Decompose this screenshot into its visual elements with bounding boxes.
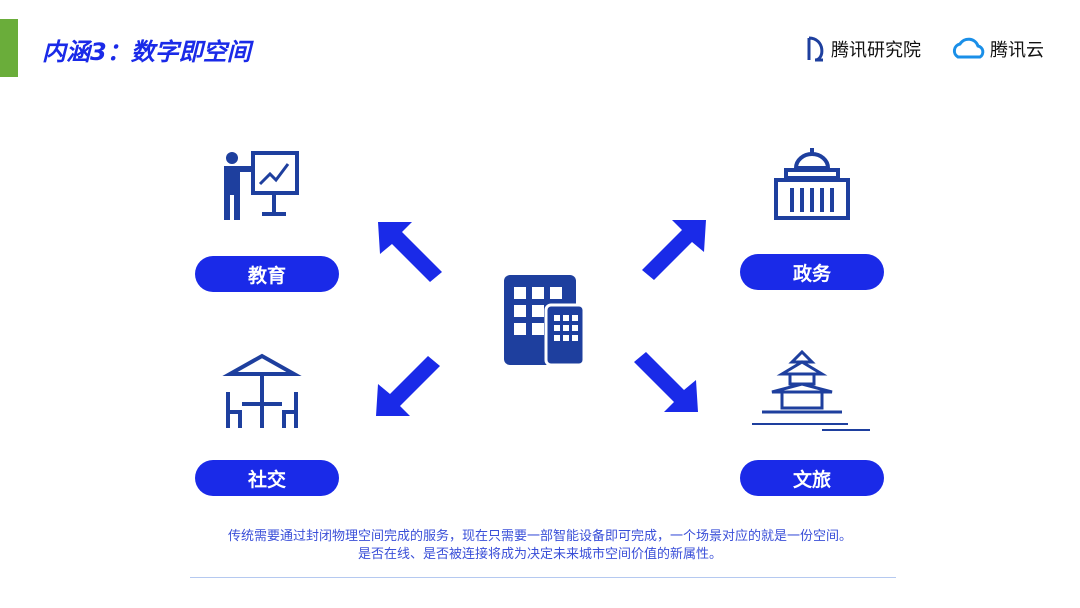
arrow-down-right-icon	[634, 352, 698, 412]
cafe-table-icon	[222, 353, 302, 428]
divider	[190, 577, 896, 578]
tablet-phone-icon	[504, 275, 586, 367]
caption-line-1: 传统需要通过封闭物理空间完成的服务，现在只需要一部智能设备即可完成，一个场景对应…	[227, 529, 852, 544]
category-social: 社交	[195, 460, 339, 496]
tencent-research-logo: 腾讯研究院	[805, 36, 921, 62]
tencent-cloud-logo: 腾讯云	[950, 36, 1044, 62]
accent-bar	[0, 19, 18, 77]
government-building-icon	[774, 148, 850, 220]
logo-text: 腾讯云	[990, 40, 1044, 61]
category-government: 政务	[740, 254, 884, 290]
research-logo-icon	[807, 36, 824, 62]
category-tourism: 文旅	[740, 460, 884, 496]
cloud-logo-icon	[952, 37, 985, 59]
category-education: 教育	[195, 256, 339, 292]
arrow-up-left-icon	[378, 222, 442, 282]
arrow-down-left-icon	[376, 356, 440, 416]
page-title: 内涵3：数字即空间	[42, 38, 251, 66]
temple-icon	[752, 349, 870, 431]
caption-line-2: 是否在线、是否被连接将成为决定未来城市空间价值的新属性。	[357, 547, 722, 562]
arrow-up-right-icon	[642, 220, 706, 280]
logo-text: 腾讯研究院	[831, 40, 921, 61]
teacher-presentation-icon	[224, 151, 299, 220]
